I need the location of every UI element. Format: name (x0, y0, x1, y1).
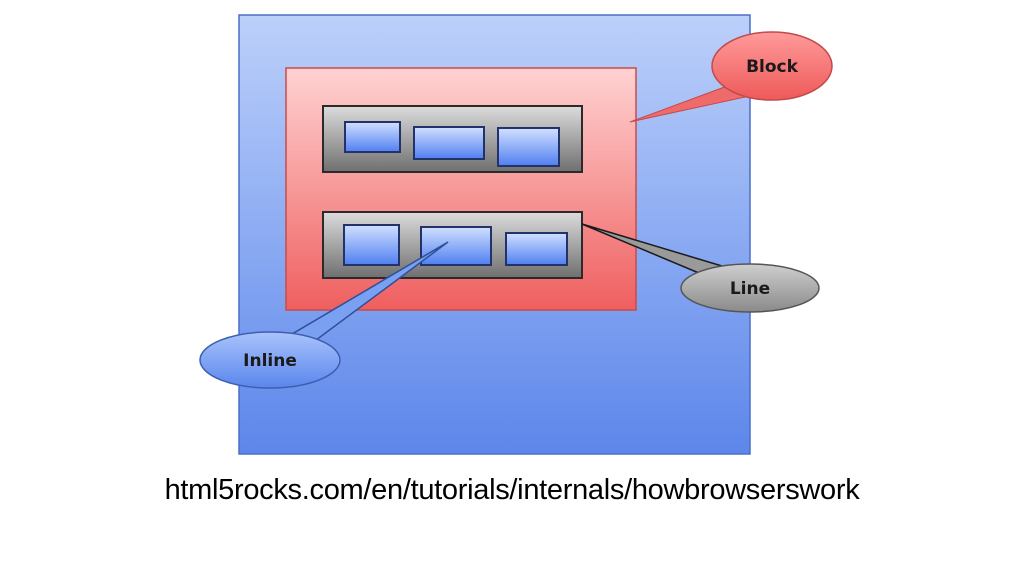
inline-box (344, 121, 401, 153)
inline-callout-label: Inline (243, 351, 297, 371)
line-callout: Line (581, 223, 820, 313)
block-callout-label: Block (746, 57, 799, 77)
inline-box (420, 226, 492, 266)
inline-callout: Inline (199, 241, 449, 389)
inline-box (343, 224, 400, 266)
block-callout: Block (629, 31, 833, 123)
source-caption: html5rocks.com/en/tutorials/internals/ho… (164, 474, 860, 506)
block-line-inline-diagram: Block Line Inline (199, 14, 833, 455)
line-callout-bubble (680, 263, 820, 313)
line-box-2 (322, 211, 583, 279)
block-callout-bubble (711, 31, 833, 101)
line-box-1 (322, 105, 583, 173)
inline-box (497, 127, 560, 167)
line-callout-label: Line (730, 279, 770, 299)
inline-box (505, 232, 568, 266)
inline-box (413, 126, 485, 160)
inline-callout-bubble (199, 331, 341, 389)
